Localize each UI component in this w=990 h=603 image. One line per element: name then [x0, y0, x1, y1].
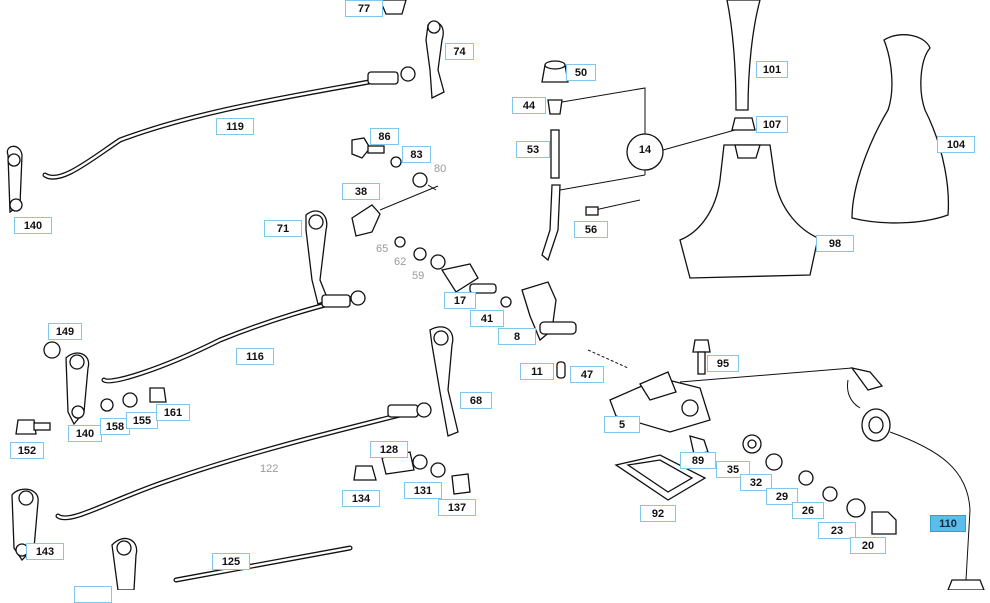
callout-125[interactable]: 125 [212, 553, 250, 570]
callout-68[interactable]: 68 [460, 392, 492, 409]
callout-41[interactable]: 41 [470, 310, 504, 327]
label-122[interactable]: 122 [260, 463, 279, 475]
callout-11[interactable]: 11 [520, 363, 554, 380]
callout-95[interactable]: 95 [707, 355, 739, 372]
callout-71[interactable]: 71 [264, 220, 302, 237]
callout-89[interactable]: 89 [680, 452, 716, 469]
callout-56[interactable]: 56 [574, 221, 608, 238]
callout-38[interactable]: 38 [342, 183, 380, 200]
label-80[interactable]: 80 [434, 163, 447, 175]
callout-74[interactable]: 74 [445, 43, 474, 60]
callout-98[interactable]: 98 [816, 235, 854, 252]
callout-26[interactable]: 26 [792, 502, 824, 519]
exploded-view-drawing [6, 0, 985, 590]
callout-86[interactable]: 86 [370, 128, 399, 145]
callout-29[interactable]: 29 [766, 488, 798, 505]
callout-140-top[interactable]: 140 [14, 217, 52, 234]
callout-14-circle[interactable]: 14 [638, 144, 652, 156]
callout-149[interactable]: 149 [48, 323, 82, 340]
callout-23[interactable]: 23 [818, 522, 856, 539]
callout-161[interactable]: 161 [156, 404, 190, 421]
callout-20[interactable]: 20 [850, 537, 886, 554]
callout-32[interactable]: 32 [740, 474, 772, 491]
callout-77[interactable]: 77 [345, 0, 383, 17]
callout-53[interactable]: 53 [516, 141, 550, 158]
callout-152[interactable]: 152 [10, 442, 44, 459]
callout-101[interactable]: 101 [756, 61, 788, 78]
callout-128[interactable]: 128 [370, 441, 408, 458]
callout-104[interactable]: 104 [937, 136, 975, 153]
parts-diagram: 77 74 119 140 86 83 38 71 50 44 53 56 10… [6, 0, 985, 603]
callout-partial-bottom[interactable] [74, 586, 112, 603]
callout-107[interactable]: 107 [756, 116, 788, 133]
callout-47[interactable]: 47 [570, 366, 604, 383]
callout-50[interactable]: 50 [566, 64, 596, 81]
callout-119[interactable]: 119 [216, 118, 254, 135]
callout-137[interactable]: 137 [438, 499, 476, 516]
callout-8[interactable]: 8 [498, 328, 536, 345]
callout-158[interactable]: 158 [100, 418, 130, 435]
callout-131[interactable]: 131 [404, 482, 442, 499]
callout-140-bottom[interactable]: 140 [68, 425, 102, 442]
callout-110-selected[interactable]: 110 [930, 515, 966, 532]
callout-17[interactable]: 17 [444, 292, 476, 309]
label-59[interactable]: 59 [412, 270, 425, 282]
callout-44[interactable]: 44 [512, 97, 546, 114]
callout-5[interactable]: 5 [604, 416, 640, 433]
callout-83[interactable]: 83 [402, 146, 431, 163]
label-62[interactable]: 62 [394, 256, 407, 268]
callout-35[interactable]: 35 [716, 461, 750, 478]
label-65[interactable]: 65 [376, 243, 389, 255]
callout-116[interactable]: 116 [236, 348, 274, 365]
callout-134[interactable]: 134 [342, 490, 380, 507]
callout-143[interactable]: 143 [26, 543, 64, 560]
callout-92[interactable]: 92 [640, 505, 676, 522]
callout-155[interactable]: 155 [126, 412, 158, 429]
